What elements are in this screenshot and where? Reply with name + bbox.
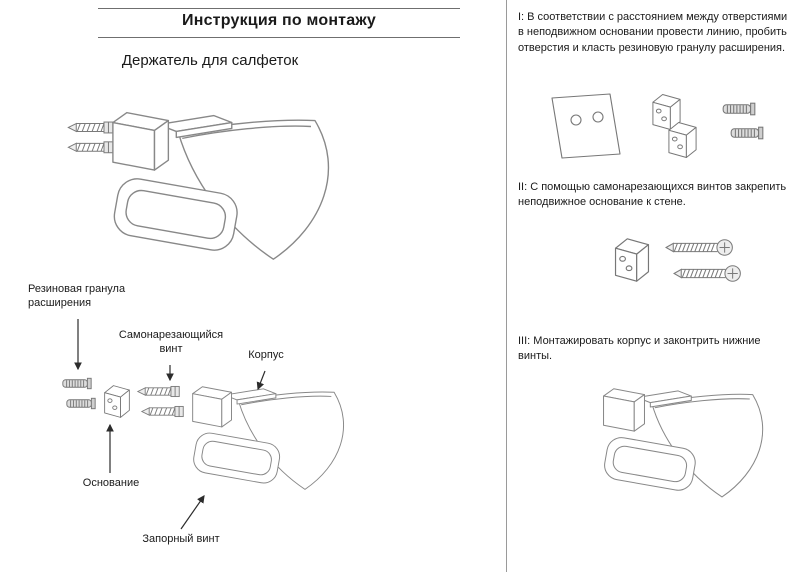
title-rule-bottom	[98, 37, 460, 38]
step-3-text: III: Монтажировать корпус и законтрить н…	[518, 335, 761, 363]
step-1-illustration	[551, 93, 764, 159]
step-3-illustration	[601, 388, 764, 498]
title-rule-top	[98, 8, 460, 9]
label-body: Корпус	[248, 349, 284, 361]
page-title: Инструкция по монтажу	[182, 12, 376, 29]
step-2-illustration	[614, 238, 741, 282]
step-2-text: II: С помощью самонарезающихся винтов за…	[518, 181, 787, 209]
product-subtitle: Держатель для салфеток	[121, 52, 299, 69]
assembled-holder-illustration	[67, 111, 330, 260]
label-base: Основание	[82, 477, 140, 489]
exploded-view: Резиновая гранула расширения Самонарезаю…	[18, 283, 498, 571]
callout-arrows	[74, 319, 266, 530]
exploded-view-illustration	[62, 319, 345, 530]
label-locking-screw: Запорный винт	[142, 533, 220, 545]
column-divider	[506, 0, 507, 572]
step-1-text: I: В соответствии с расстоянием между от…	[518, 11, 788, 54]
label-rubber-granule: Резиновая гранула расширения	[28, 283, 126, 309]
label-self-tapping-screw: Самонарезающийся винт	[118, 329, 224, 355]
